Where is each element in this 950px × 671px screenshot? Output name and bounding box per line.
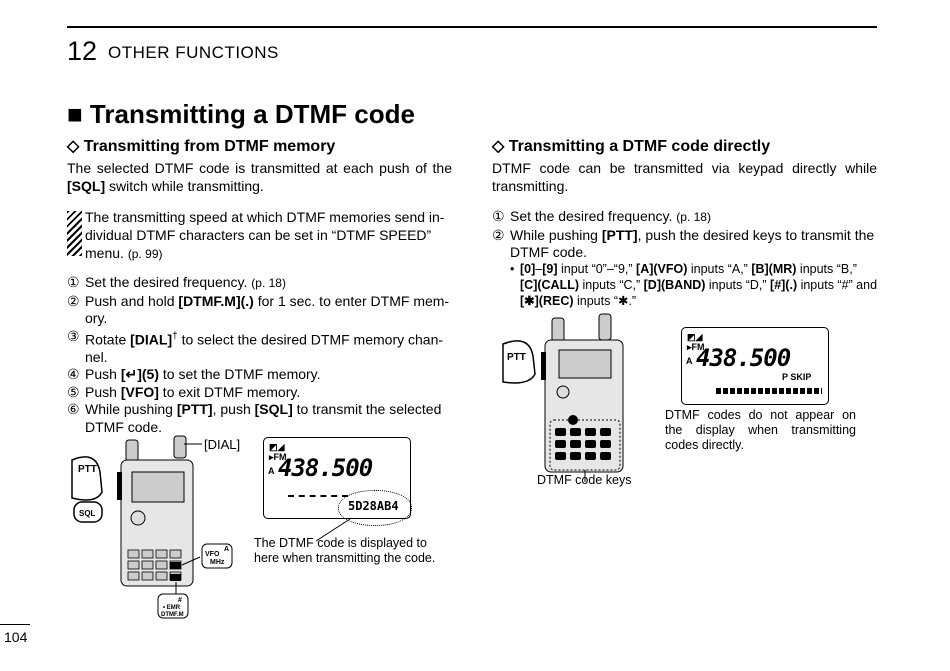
lcd-frequency-right: 438.500 xyxy=(696,344,791,372)
ptt-label: PTT xyxy=(78,464,97,475)
sql-label: SQL xyxy=(79,509,96,518)
ptt-callout xyxy=(71,456,103,501)
lcd-signal-meter-right xyxy=(716,388,822,394)
left-subtitle: ◇ Transmitting from DTMF memory xyxy=(67,138,336,155)
radio-display xyxy=(131,471,185,503)
sql-callout xyxy=(73,501,103,523)
lcd-mode: ▸FM xyxy=(269,452,287,462)
note-icon xyxy=(67,211,82,256)
header-rule xyxy=(67,26,877,28)
svg-text:A: A xyxy=(224,546,229,553)
svg-text:VFO: VFO xyxy=(205,551,220,558)
lcd-vfo-a-right: A xyxy=(686,356,693,366)
dial-label: [DIAL] xyxy=(204,437,240,452)
keys-caption: DTMF code keys xyxy=(537,473,632,487)
antenna xyxy=(125,439,139,463)
right-subtitle: ◇ Transmitting a DTMF code directly xyxy=(492,138,771,155)
left-note: The transmitting speed at which DTMF mem… xyxy=(85,209,445,261)
dial-knob xyxy=(173,435,187,459)
lcd-dtmf-code: 5D28AB4 xyxy=(348,499,399,513)
keypad-keys xyxy=(555,428,611,460)
dtmf-code-highlight xyxy=(338,490,412,526)
caption-leader-left xyxy=(315,518,351,542)
radio-illustration-right: PTT xyxy=(502,313,624,482)
chapter-title: OTHER FUNCTIONS xyxy=(108,43,279,62)
dtmfm-key xyxy=(170,574,181,581)
page-number-rule xyxy=(0,624,30,625)
section-title: ■ Transmitting a DTMF code xyxy=(67,99,415,129)
vfo-key xyxy=(170,562,181,569)
lcd-icons: ◩◢ xyxy=(269,442,285,452)
svg-text:MHz: MHz xyxy=(210,559,225,566)
lcd-icons-right: ◩◢ xyxy=(687,332,703,342)
dtmfm-callout xyxy=(157,593,189,619)
ptt-label-right: PTT xyxy=(507,352,526,363)
right-intro: DTMF code can be transmitted via keypad … xyxy=(492,160,877,194)
ptt-callout-right xyxy=(502,340,536,384)
right-figure-caption: DTMF codes do not appear on the display … xyxy=(665,408,856,452)
lcd-mode-right: ▸FM xyxy=(687,342,705,352)
vfo-callout xyxy=(201,543,233,569)
svg-text:DTMF.M: DTMF.M xyxy=(161,612,184,618)
left-intro: The selected DTMF code is transmitted at… xyxy=(67,160,452,194)
lcd-pskip: P SKIP xyxy=(782,372,812,382)
page-number: 104 xyxy=(4,629,28,645)
lcd-display-right: ◩◢ ▸FM A 438.500 P SKIP xyxy=(681,327,829,405)
keypad-highlight xyxy=(549,419,621,471)
svg-text:• EMR: • EMR xyxy=(163,605,181,611)
radio-illustration-left: PTT SQL [DIAL] VFO A MHz # • EMR DTMF.M xyxy=(71,435,240,619)
chapter-number: 12 xyxy=(67,36,98,66)
keypad-mapping-bullet: • [0]–[9] input “0”–“9,” [A](VFO) inputs… xyxy=(510,262,878,308)
lcd-signal-meter xyxy=(288,492,348,497)
lcd-frequency: 438.500 xyxy=(278,454,373,482)
svg-text:#: # xyxy=(178,597,182,604)
lcd-vfo-a: A xyxy=(268,466,275,476)
